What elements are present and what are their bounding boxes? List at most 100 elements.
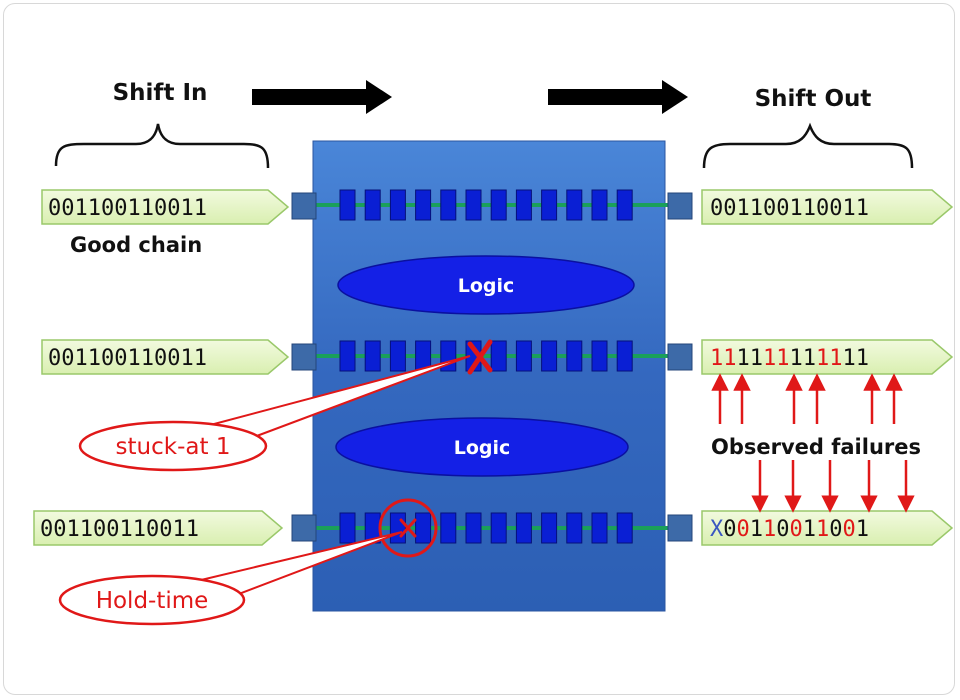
scan-cell-row3-cell-8 (515, 512, 532, 544)
scan-cell-row2-cell-3 (389, 340, 406, 372)
scan-in-port-row3 (291, 514, 317, 542)
out-row2-bit-3: 1 (737, 346, 750, 371)
out-row3-bit-10: 0 (829, 517, 842, 542)
scan-cell-row2-cell-7 (490, 340, 507, 372)
scan-cell-row1-cell-5 (440, 189, 457, 221)
output-tag-row1 (701, 189, 954, 225)
out-row3-bit-3: 0 (737, 517, 750, 542)
out-row3-bit-6: 0 (776, 517, 789, 542)
shift-out-arrow (548, 80, 688, 114)
scan-cell-row2-cell-8 (515, 340, 532, 372)
scan-cell-row2-cell-12 (616, 340, 633, 372)
scan-cell-row2-cell-9 (541, 340, 558, 372)
scan-cell-row1-cell-4 (415, 189, 432, 221)
output-tag-row2 (701, 339, 954, 375)
hold-time-fault-marker (399, 518, 417, 538)
stuck-at-callout (78, 420, 268, 472)
scan-cell-row1-cell-10 (566, 189, 583, 221)
hold-time-callout (58, 574, 246, 626)
output-pattern-row3: X00110011001 (710, 517, 869, 542)
failure-arrows-up (711, 373, 903, 424)
scan-cell-row1-cell-3 (389, 189, 406, 221)
out-row2-bit-8: 1 (803, 346, 816, 371)
scan-cell-row1-cell-12 (616, 189, 633, 221)
out-row3-bit-5: 1 (763, 517, 776, 542)
out-row2-bit-12: 1 (856, 346, 869, 371)
out-row2-bit-6: 1 (776, 346, 789, 371)
shift-out-label: Shift Out (755, 86, 872, 112)
scan-chain-diagram: Shift In Shift Out Logic Logic 001100110… (33, 80, 954, 626)
scan-cell-row1-cell-8 (515, 189, 532, 221)
scan-cell-row2-cell-11 (591, 340, 608, 372)
scan-cell-row2-cell-10 (566, 340, 583, 372)
logic-block-top (337, 255, 635, 315)
out-row3-bit-2: 0 (723, 517, 736, 542)
diagram-frame: Shift In Shift Out Logic Logic 001100110… (3, 3, 955, 695)
scan-in-port-row1 (291, 192, 317, 220)
logic-label-bottom: Logic (454, 437, 511, 459)
out-row3-bit-12: 1 (856, 517, 869, 542)
shift-out-brace (702, 122, 914, 169)
input-tag-row2 (41, 339, 290, 375)
output-pattern-row1: 001100110011 (710, 196, 869, 221)
scan-cell-row1-cell-11 (591, 189, 608, 221)
scan-cell-row1-cell-1 (339, 189, 356, 221)
good-chain-label: Good chain (70, 233, 202, 257)
out-row2-bit-10: 1 (829, 346, 842, 371)
scan-cells-row1 (339, 189, 633, 221)
out-row2-bit-5: 1 (763, 346, 776, 371)
shift-in-brace (54, 123, 270, 169)
scan-cell-row1-cell-6 (465, 189, 482, 221)
out-row2-bit-4: 1 (750, 346, 763, 371)
out-row3-bit-11: 0 (843, 517, 856, 542)
output-tag-row3 (701, 510, 954, 546)
scan-cell-row3-cell-5 (440, 512, 457, 544)
scan-cell-row3-cell-7 (490, 512, 507, 544)
failure-arrows-down (751, 460, 915, 513)
out-row3-bit-9: 1 (816, 517, 829, 542)
scan-cell-row3-cell-6 (465, 512, 482, 544)
scan-cell-row1-cell-7 (490, 189, 507, 221)
output-pattern-row2: 111111111111 (710, 346, 869, 371)
input-pattern-row1: 001100110011 (48, 196, 207, 221)
shift-in-label: Shift In (113, 80, 208, 106)
scan-cell-row3-cell-1 (339, 512, 356, 544)
out-row3-bit-1: X (710, 517, 724, 542)
out-row2-bit-1: 1 (710, 346, 723, 371)
scan-cell-row3-cell-11 (591, 512, 608, 544)
logic-block-bottom (335, 417, 629, 477)
hold-time-fault-circle (378, 498, 438, 558)
scan-cell-row3-cell-9 (541, 512, 558, 544)
scan-cell-row3-cell-10 (566, 512, 583, 544)
input-pattern-row2: 001100110011 (48, 346, 207, 371)
input-tag-row1 (41, 189, 290, 225)
logic-label-top: Logic (458, 275, 515, 297)
scan-cell-row1-cell-2 (364, 189, 381, 221)
scan-out-port-row3 (667, 514, 693, 542)
out-row3-bit-4: 1 (750, 517, 763, 542)
scan-cell-row2-cell-1 (339, 340, 356, 372)
scan-cell-row1-cell-9 (541, 189, 558, 221)
scan-out-port-row2 (667, 343, 693, 371)
stuck-at-label: stuck-at 1 (116, 434, 231, 460)
out-row3-bit-7: 0 (790, 517, 803, 542)
stuck-at-fault-marker (467, 339, 493, 375)
scan-cells-row2 (339, 340, 633, 372)
scan-cells-row3 (339, 512, 633, 544)
shift-in-arrow (252, 80, 392, 114)
out-row3-bit-8: 1 (803, 517, 816, 542)
observed-failures-label: Observed failures (711, 435, 921, 459)
scan-out-port-row1 (667, 192, 693, 220)
scan-cell-row3-cell-4 (415, 512, 432, 544)
input-pattern-row3: 001100110011 (40, 517, 199, 542)
out-row2-bit-7: 1 (790, 346, 803, 371)
scan-in-port-row2 (291, 343, 317, 371)
hold-time-label: Hold-time (96, 588, 209, 614)
out-row2-bit-2: 1 (723, 346, 736, 371)
scan-cell-row3-cell-3 (389, 512, 406, 544)
scan-cell-row2-cell-2 (364, 340, 381, 372)
out-row2-bit-9: 1 (816, 346, 829, 371)
scan-cell-row3-cell-12 (616, 512, 633, 544)
out-row2-bit-11: 1 (843, 346, 856, 371)
input-tag-row3 (33, 510, 284, 546)
